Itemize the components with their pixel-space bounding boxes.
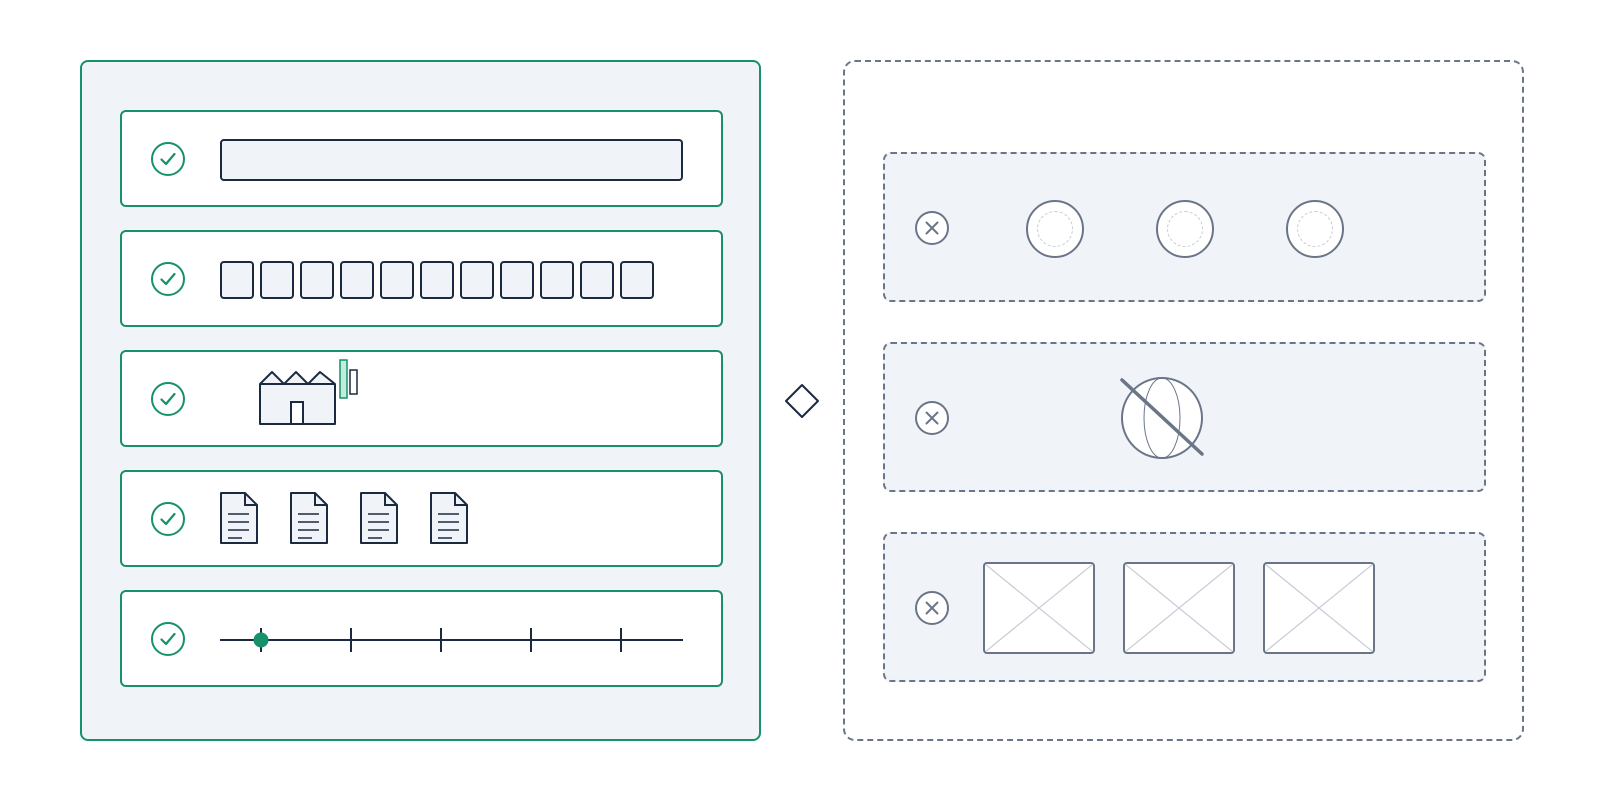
included-panel xyxy=(80,60,761,741)
character-box xyxy=(580,261,614,299)
no-globe-icon xyxy=(1120,377,1204,459)
x-circle-icon xyxy=(915,401,949,435)
document-icon xyxy=(220,492,258,544)
image-placeholder-icon xyxy=(985,564,1093,652)
document-icon xyxy=(290,492,328,544)
x-circle-icon xyxy=(915,591,949,625)
image-placeholder-icon xyxy=(1265,564,1373,652)
image-placeholder xyxy=(1263,562,1375,654)
check-circle-icon xyxy=(151,502,185,536)
x-circle-icon xyxy=(915,211,949,245)
character-box xyxy=(380,261,414,299)
radio-circle xyxy=(1156,200,1214,258)
character-box xyxy=(500,261,534,299)
image-placeholder xyxy=(983,562,1095,654)
check-circle-icon xyxy=(151,622,185,656)
excluded-panel xyxy=(843,60,1524,741)
timeline-slider xyxy=(220,628,683,652)
check-circle-icon xyxy=(151,262,185,296)
factory-icon xyxy=(259,359,358,425)
check-circle-icon xyxy=(151,142,185,176)
radio-circle xyxy=(1286,200,1344,258)
character-box xyxy=(620,261,654,299)
document-icon xyxy=(430,492,468,544)
character-box xyxy=(300,261,334,299)
check-circle-icon xyxy=(151,382,185,416)
diamond-icon xyxy=(785,384,819,418)
document-icon xyxy=(360,492,398,544)
included-row-documents xyxy=(120,470,723,567)
included-row-timeline xyxy=(120,590,723,687)
character-box xyxy=(460,261,494,299)
image-placeholder xyxy=(1123,562,1235,654)
text-input-field xyxy=(220,139,683,181)
character-box xyxy=(420,261,454,299)
included-row-text-field xyxy=(120,110,723,207)
excluded-row-radio-circles xyxy=(883,152,1486,302)
excluded-row-images xyxy=(883,532,1486,682)
character-box xyxy=(540,261,574,299)
excluded-row-globe xyxy=(883,342,1486,492)
timeline-marker xyxy=(253,632,269,648)
character-box xyxy=(260,261,294,299)
included-row-character-boxes xyxy=(120,230,723,327)
character-box xyxy=(220,261,254,299)
included-row-factory xyxy=(120,350,723,447)
radio-circle xyxy=(1026,200,1084,258)
image-placeholder-icon xyxy=(1125,564,1233,652)
character-box xyxy=(340,261,374,299)
